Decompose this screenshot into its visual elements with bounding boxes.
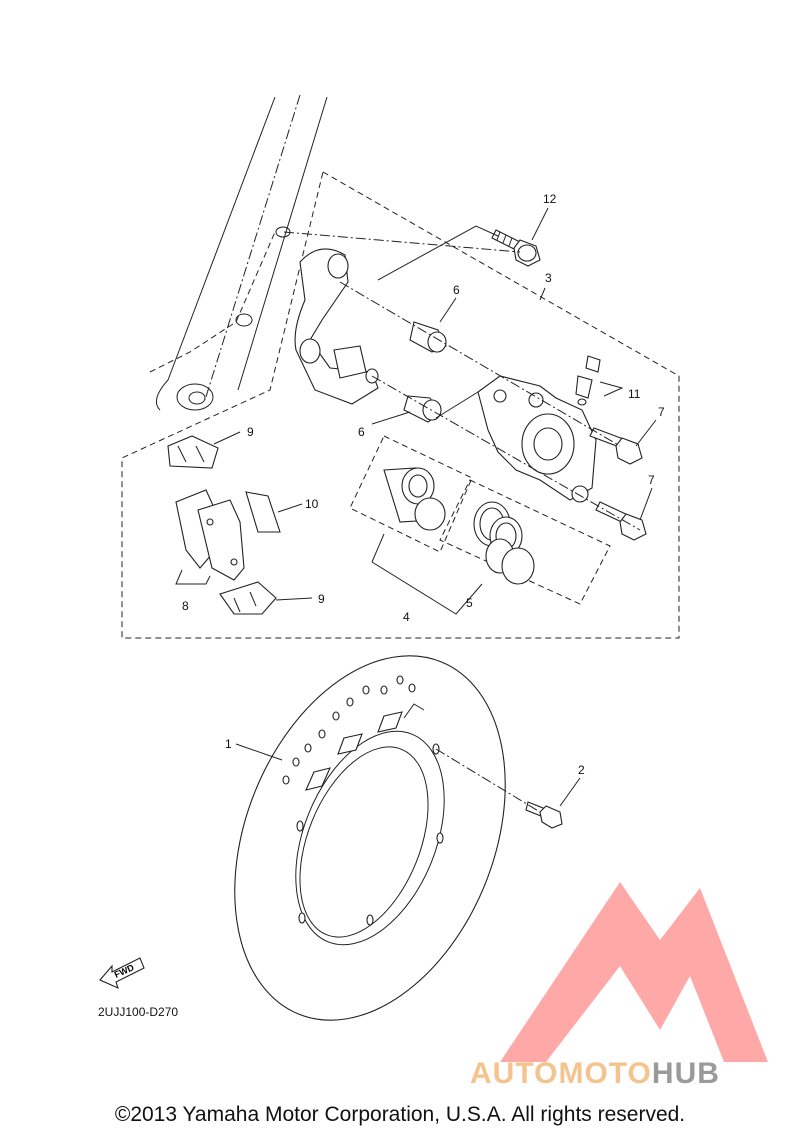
callout-10: 10: [305, 497, 319, 511]
front-fork: [149, 94, 328, 411]
watermark-part1: AUTOMOTO: [470, 1057, 652, 1090]
bolt-12: [491, 229, 541, 267]
seal-kit-5: [439, 479, 611, 605]
callout-4: 4: [403, 610, 410, 624]
brake-disc-1: [234, 655, 506, 1021]
callout-11: 11: [628, 387, 641, 401]
diagram-code: 2UJJ100-D270: [98, 1005, 179, 1019]
piston-set-4: [349, 435, 473, 553]
callout-6-upper: 6: [453, 283, 460, 297]
watermark-text: AUTOMOTOHUB: [470, 1057, 720, 1091]
bolt-7-upper: [589, 427, 643, 465]
pad-clip-9-upper: [167, 435, 219, 469]
boot-6-upper: [409, 321, 447, 353]
disc-bolt-2: [525, 801, 563, 829]
boot-6-lower: [403, 395, 442, 423]
fwd-arrow-icon: FWD: [99, 957, 145, 990]
callout-6-lower: 6: [358, 425, 365, 439]
callout-3: 3: [545, 271, 552, 285]
callout-7-lower: 7: [648, 473, 655, 487]
copyright-notice: ©2013 Yamaha Motor Corporation, U.S.A. A…: [114, 1103, 686, 1126]
pad-shim-10: [245, 491, 281, 533]
callouts: 12 3 6 11 7 6 9 7 10 8 9 4 5 1 2: [182, 192, 665, 777]
pad-clip-9-lower: [219, 581, 277, 615]
callout-5: 5: [466, 596, 473, 610]
bleed-screw-11: [575, 355, 601, 406]
callout-9-upper: 9: [247, 425, 254, 439]
caliper-body: [477, 375, 597, 503]
callout-9-lower: 9: [318, 592, 325, 606]
caliper-bracket: [294, 248, 379, 405]
bolt-7-lower: [595, 501, 647, 541]
callout-12: 12: [543, 192, 557, 206]
callout-1: 1: [225, 737, 232, 751]
callout-7-upper: 7: [658, 405, 665, 419]
automotohub-logo-icon: [500, 882, 768, 1062]
leader-lines: [175, 207, 657, 813]
brake-pads-8: [175, 489, 245, 581]
callout-8: 8: [182, 599, 189, 613]
caliper-assembly-boundary: [121, 171, 680, 639]
callout-2: 2: [578, 763, 585, 777]
watermark-part2: HUB: [651, 1057, 720, 1090]
